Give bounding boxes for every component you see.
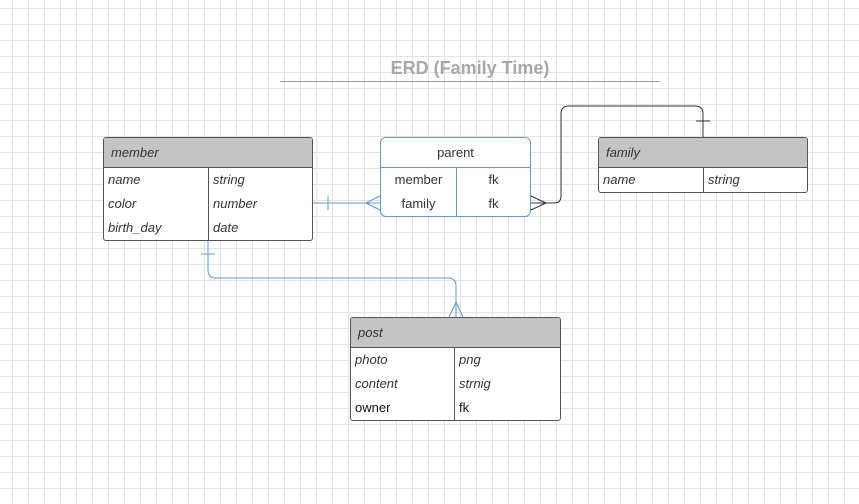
crowfoot-marker [365,195,381,204]
entity-row: content strnig [351,372,560,396]
diagram-title: ERD (Family Time) [390,58,550,78]
field-type: date [213,220,239,235]
field-name: content [351,372,455,396]
field-name: name [104,168,209,192]
connector-member-post[interactable] [201,239,464,318]
field-name: color [104,192,209,216]
field-type: strnig [459,376,491,391]
title-underline [280,81,660,82]
field-type: number [213,196,258,211]
entity-member[interactable]: member name string color number birth_da… [103,137,313,241]
entity-row: member fk [381,168,530,192]
entity-row: birth_day date [104,216,312,240]
entity-row: photo png [351,348,560,372]
entity-family[interactable]: family name string [598,137,808,193]
crowfoot-marker [530,195,547,204]
entity-post[interactable]: post photo png content strnig owner fk [350,317,561,421]
entity-row: owner fk [351,396,560,420]
field-type: fk [488,196,499,211]
connector-family-parent[interactable] [530,105,710,211]
field-type: string [708,172,740,187]
field-name: name [599,168,704,192]
field-name: owner [351,396,455,420]
entity-row: family fk [381,192,530,216]
field-type: png [459,352,481,367]
crowfoot-marker [448,301,457,318]
entity-row: name string [599,168,807,192]
field-type: string [213,172,245,187]
entity-parent-header: parent [381,138,530,168]
entity-member-header: member [104,138,312,168]
entity-row: name string [104,168,312,192]
entity-row: color number [104,192,312,216]
entity-post-header: post [351,318,560,348]
field-name: birth_day [104,216,209,240]
field-name: family [381,192,457,216]
connector-member-parent[interactable] [313,195,381,211]
entity-family-header: family [599,138,807,168]
entity-parent[interactable]: parent member fk family fk [380,137,531,217]
field-name: member [381,168,457,192]
field-name: photo [351,348,455,372]
field-type: fk [459,400,470,415]
field-type: fk [488,172,499,187]
